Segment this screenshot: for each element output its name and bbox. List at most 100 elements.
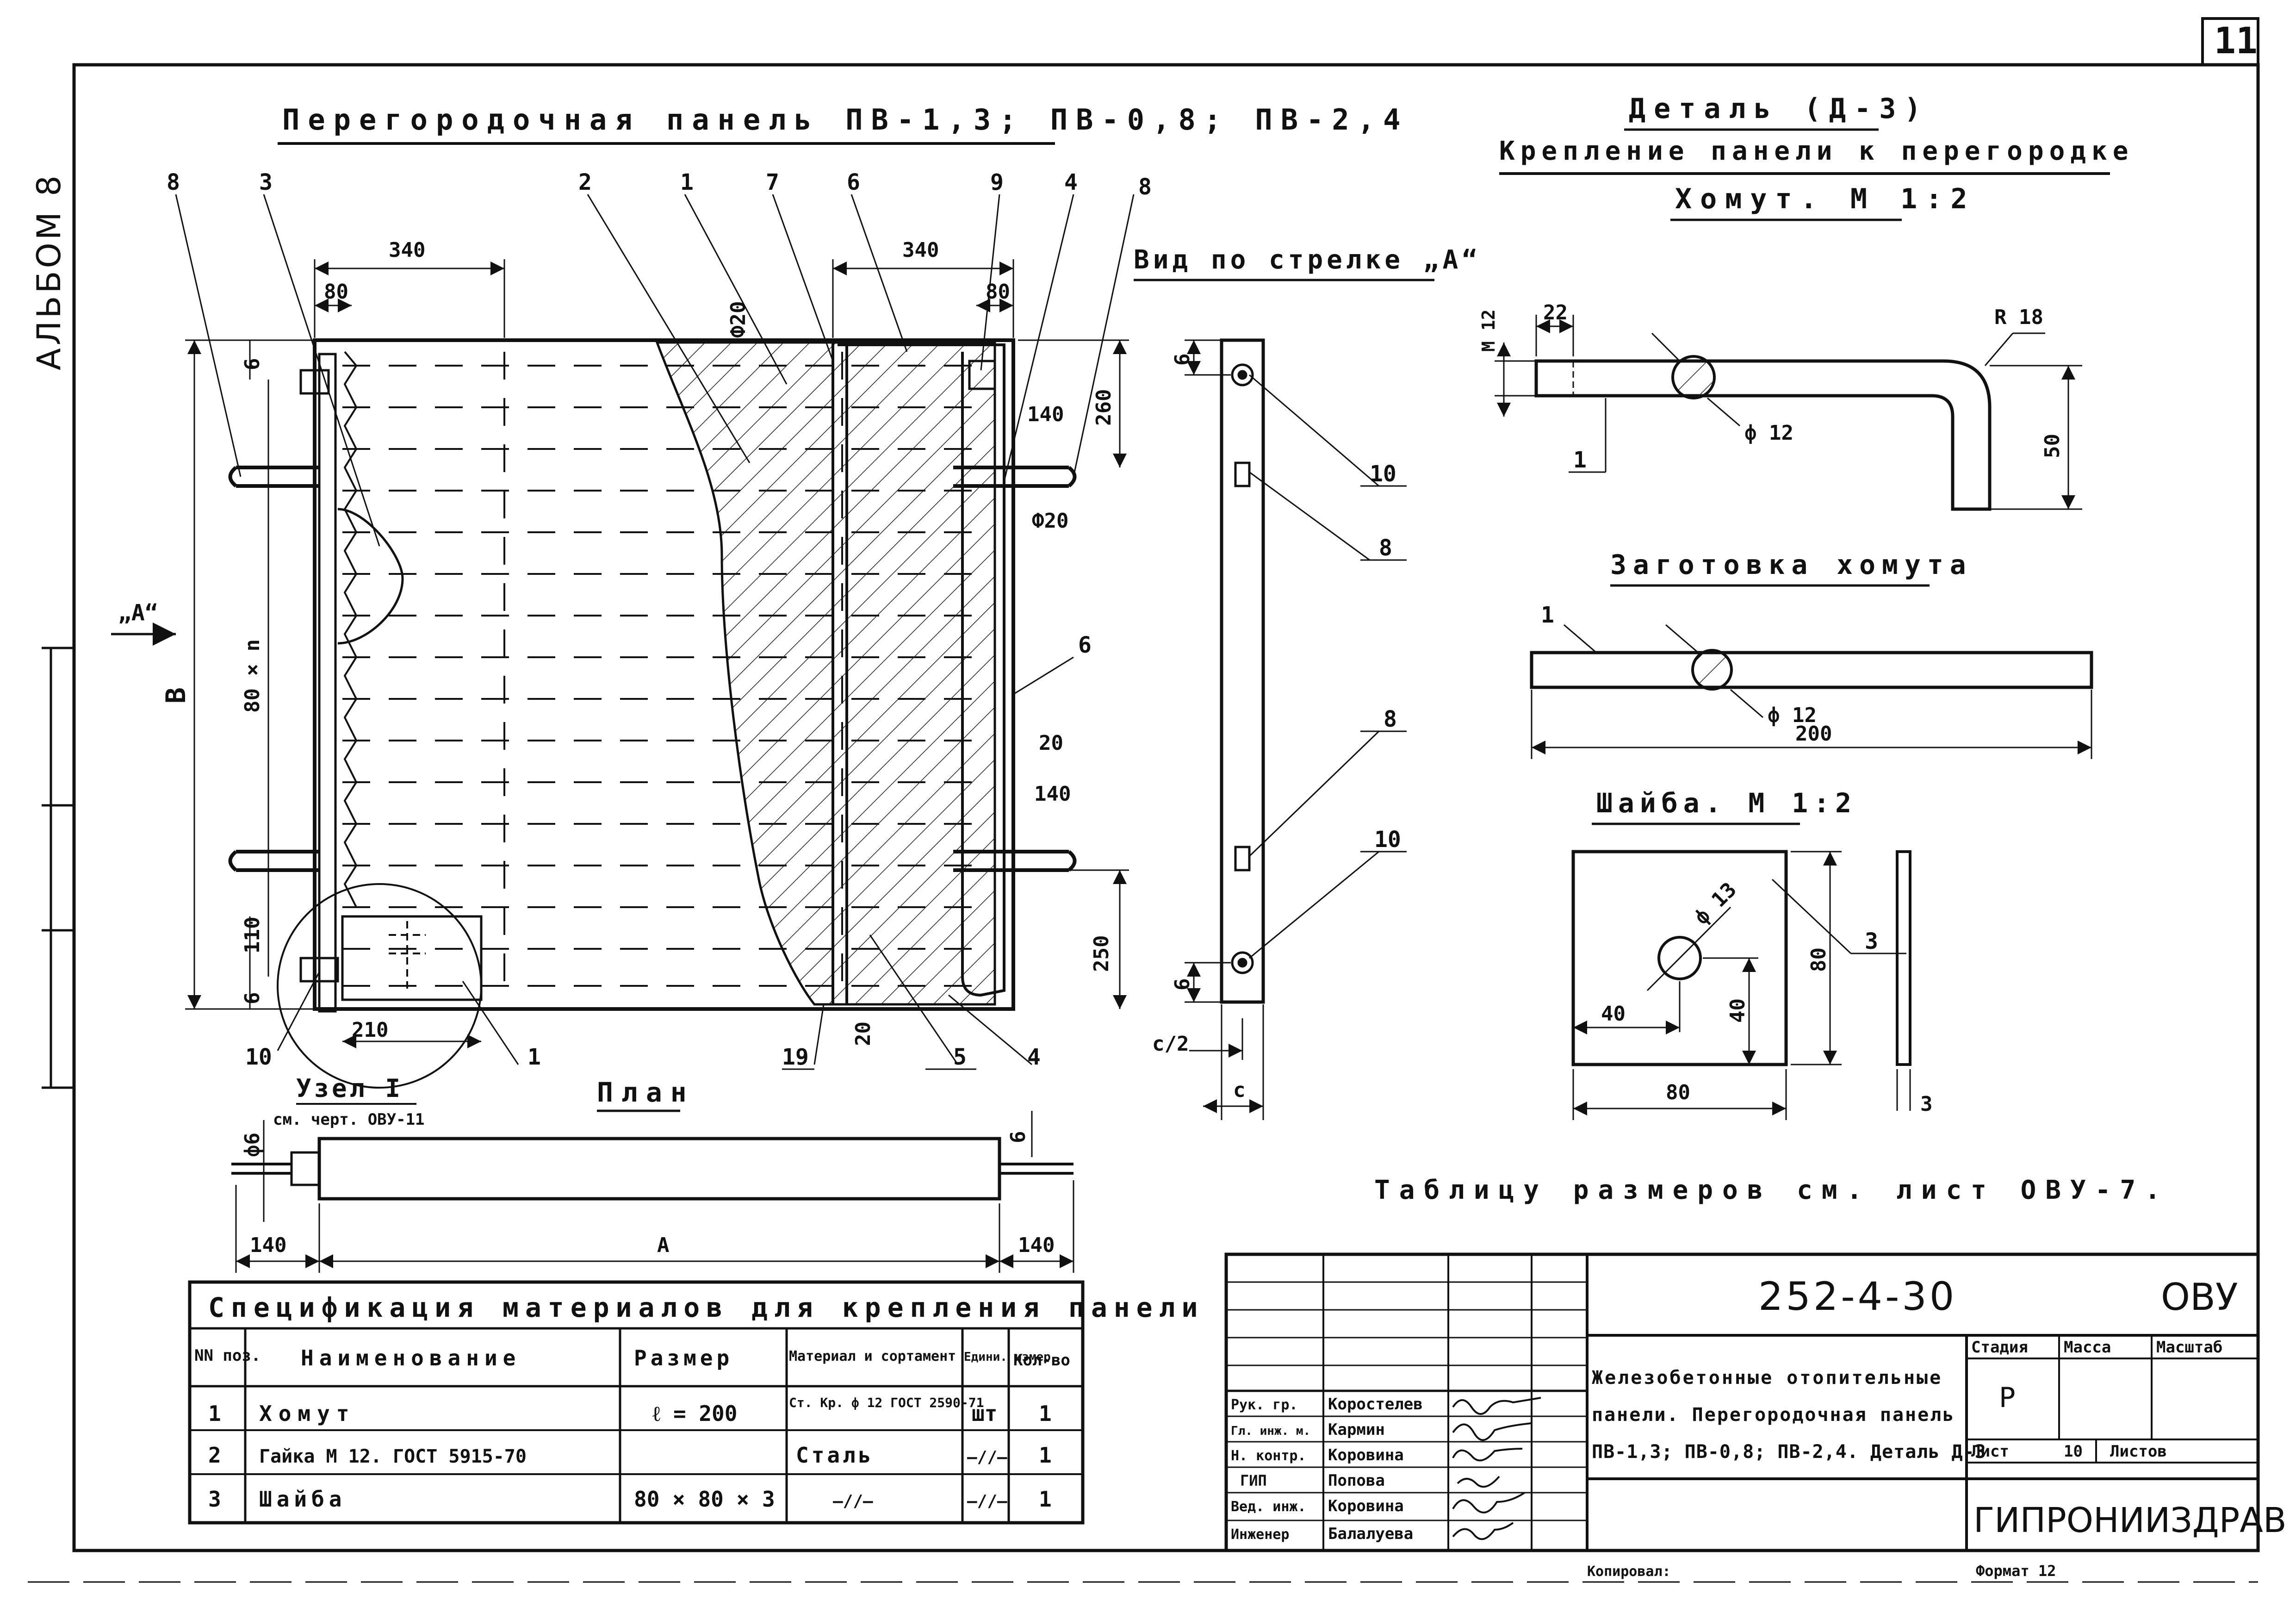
panel-drawing	[228, 338, 1077, 1089]
organization-name: ГИПРОНИИЗДРАВ	[1973, 1501, 2287, 1540]
detail-title: Деталь (Д-3)	[1629, 93, 1929, 125]
spec-cell-unit: —//—	[967, 1448, 1007, 1467]
washer-dim-40-h: 40	[1601, 1002, 1626, 1026]
clamp-dim-m12: М 12	[1478, 309, 1499, 352]
view-a-callout-8-top: 8	[1379, 535, 1392, 561]
clamp-dim-phi12: ф 12	[1744, 421, 1793, 445]
spec-cell-qty: 1	[1039, 1401, 1052, 1426]
callout-8-left: 8	[167, 169, 180, 195]
spec-cell-size: 80 × 80 × 3	[634, 1487, 775, 1512]
signature-row: Н. контр. Коровина	[1231, 1446, 1404, 1464]
sheets-label: Листов	[2110, 1442, 2167, 1461]
callout-9: 9	[990, 169, 1004, 195]
spec-header-material: Материал и сортамент	[789, 1348, 956, 1364]
signatures	[1452, 1397, 1541, 1540]
callout-19: 19	[782, 1044, 809, 1070]
signature-row: Рук. гр. Коростелев	[1231, 1395, 1423, 1414]
sheet-frame	[28, 17, 2260, 1583]
blank-dim-200: 200	[1795, 722, 1832, 746]
spec-cell-pos: 1	[208, 1401, 221, 1426]
dim-110: 110	[241, 917, 264, 953]
plan-dim-A: А	[657, 1233, 670, 1257]
spec-header-name: Наименование	[301, 1345, 521, 1370]
role-label: Рук. гр.	[1231, 1397, 1298, 1413]
format-label: Формат 12	[1976, 1562, 2056, 1580]
callout-10: 10	[245, 1044, 272, 1070]
spec-cell-qty: 1	[1039, 1487, 1052, 1512]
washer-dim-80-h: 80	[1666, 1081, 1690, 1104]
sheet-label: Лист	[1971, 1442, 2009, 1461]
callout-3: 3	[259, 169, 273, 195]
role-label: Гл. инж. м.	[1231, 1424, 1310, 1438]
dim-250: 250	[1090, 935, 1113, 972]
signature-row: ГИП Попова	[1240, 1471, 1385, 1490]
plan-dim-6: 6	[1006, 1131, 1030, 1144]
role-label: Инженер	[1231, 1526, 1289, 1543]
callout-4-bottom: 4	[1027, 1044, 1041, 1070]
spec-header-pos: NN поз.	[194, 1346, 261, 1365]
doc-description-line-2: панели. Перегородочная панель	[1592, 1404, 1955, 1426]
person-name: Коровина	[1328, 1446, 1404, 1464]
spec-table-grid	[188, 1280, 1085, 1525]
clamp-dim-22: 22	[1543, 301, 1568, 324]
doc-code: 252-4-30	[1758, 1274, 1957, 1319]
plan-view-drawing	[231, 1111, 1074, 1273]
spec-title: Спецификация материалов для крепления па…	[208, 1292, 1204, 1323]
view-a-callout-8-bottom: 8	[1384, 706, 1397, 732]
callout-7: 7	[766, 169, 779, 195]
washer-dim-3: 3	[1920, 1092, 1933, 1116]
dim-6-bottom: 6	[241, 992, 264, 1005]
callout-5: 5	[953, 1044, 967, 1070]
spec-row: 3 Шайба 80 × 80 × 3 —//— —//— 1	[208, 1487, 1052, 1512]
person-name: Коровина	[1328, 1497, 1404, 1515]
spec-cell-material: Ст. Кр. ф 12 ГОСТ 2590-71	[789, 1395, 984, 1410]
panel-title: Перегородочная панель ПВ-1,3; ПВ-0,8; ПВ…	[282, 103, 1409, 137]
washer-title: Шайба. М 1:2	[1596, 787, 1857, 819]
person-name: Балалуева	[1328, 1525, 1413, 1543]
blank-callout-1: 1	[1541, 602, 1554, 628]
view-a-callout-10-bottom: 10	[1374, 827, 1401, 853]
callout-8-right: 8	[1138, 174, 1152, 200]
dim-210: 210	[352, 1018, 388, 1042]
person-name: Попова	[1328, 1471, 1385, 1490]
dim-340-left: 340	[389, 238, 425, 262]
dim-80xn: 80 × n	[241, 639, 264, 713]
spec-cell-size: ℓ = 200	[652, 1401, 737, 1426]
panel-leader-lines	[175, 194, 1135, 1065]
spec-cell-material: Сталь	[796, 1443, 874, 1468]
spec-cell-qty: 1	[1039, 1443, 1052, 1468]
spec-header-size: Размер	[634, 1345, 733, 1370]
dim-B: В	[160, 687, 192, 704]
view-a-dim-6-bottom: 6	[1171, 978, 1194, 991]
dim-phi20-top: Ф20	[726, 301, 750, 338]
spec-cell-name: Хомут	[259, 1401, 355, 1426]
callout-1-top: 1	[680, 169, 694, 195]
view-a-dim-c: с	[1233, 1078, 1246, 1102]
table-note: Таблицу размеров см. лист ОВУ-7.	[1374, 1175, 2170, 1205]
plan-dim-phi6: ф6	[241, 1133, 264, 1157]
callout-2: 2	[578, 169, 592, 195]
clamp-dim-50: 50	[2041, 434, 2064, 458]
signature-row: Вед. инж. Коровина	[1231, 1497, 1404, 1515]
clamp-callout-1: 1	[1573, 447, 1587, 473]
node-label: Узел I	[296, 1074, 403, 1103]
spec-cell-material: —//—	[833, 1492, 873, 1511]
dim-20-mid: 20	[1039, 731, 1063, 755]
album-label: АЛЬБОМ 8	[30, 173, 68, 370]
role-label: Вед. инж.	[1231, 1499, 1306, 1515]
callout-6-mid: 6	[1078, 632, 1092, 658]
washer-dim-80-v: 80	[1807, 947, 1831, 972]
copied-by-label: Копировал:	[1587, 1563, 1671, 1580]
dim-340-right: 340	[902, 238, 939, 262]
spec-cell-unit: шт	[972, 1401, 997, 1426]
washer-drawing	[1571, 850, 1911, 1120]
spec-header-qty: Кол-во	[1013, 1351, 1070, 1370]
dim-260: 260	[1092, 389, 1116, 426]
dim-phi20-mid: Ф20	[1032, 509, 1068, 533]
spec-header-unit: Едини. измер	[964, 1350, 1051, 1364]
sheet-number: 11	[2214, 20, 2258, 62]
title-block-grid	[1224, 1252, 2260, 1552]
view-a-drawing	[1185, 338, 1407, 1120]
spec-row: 2 Гайка М 12. ГОСТ 5915-70 Сталь —//— 1	[208, 1443, 1052, 1468]
